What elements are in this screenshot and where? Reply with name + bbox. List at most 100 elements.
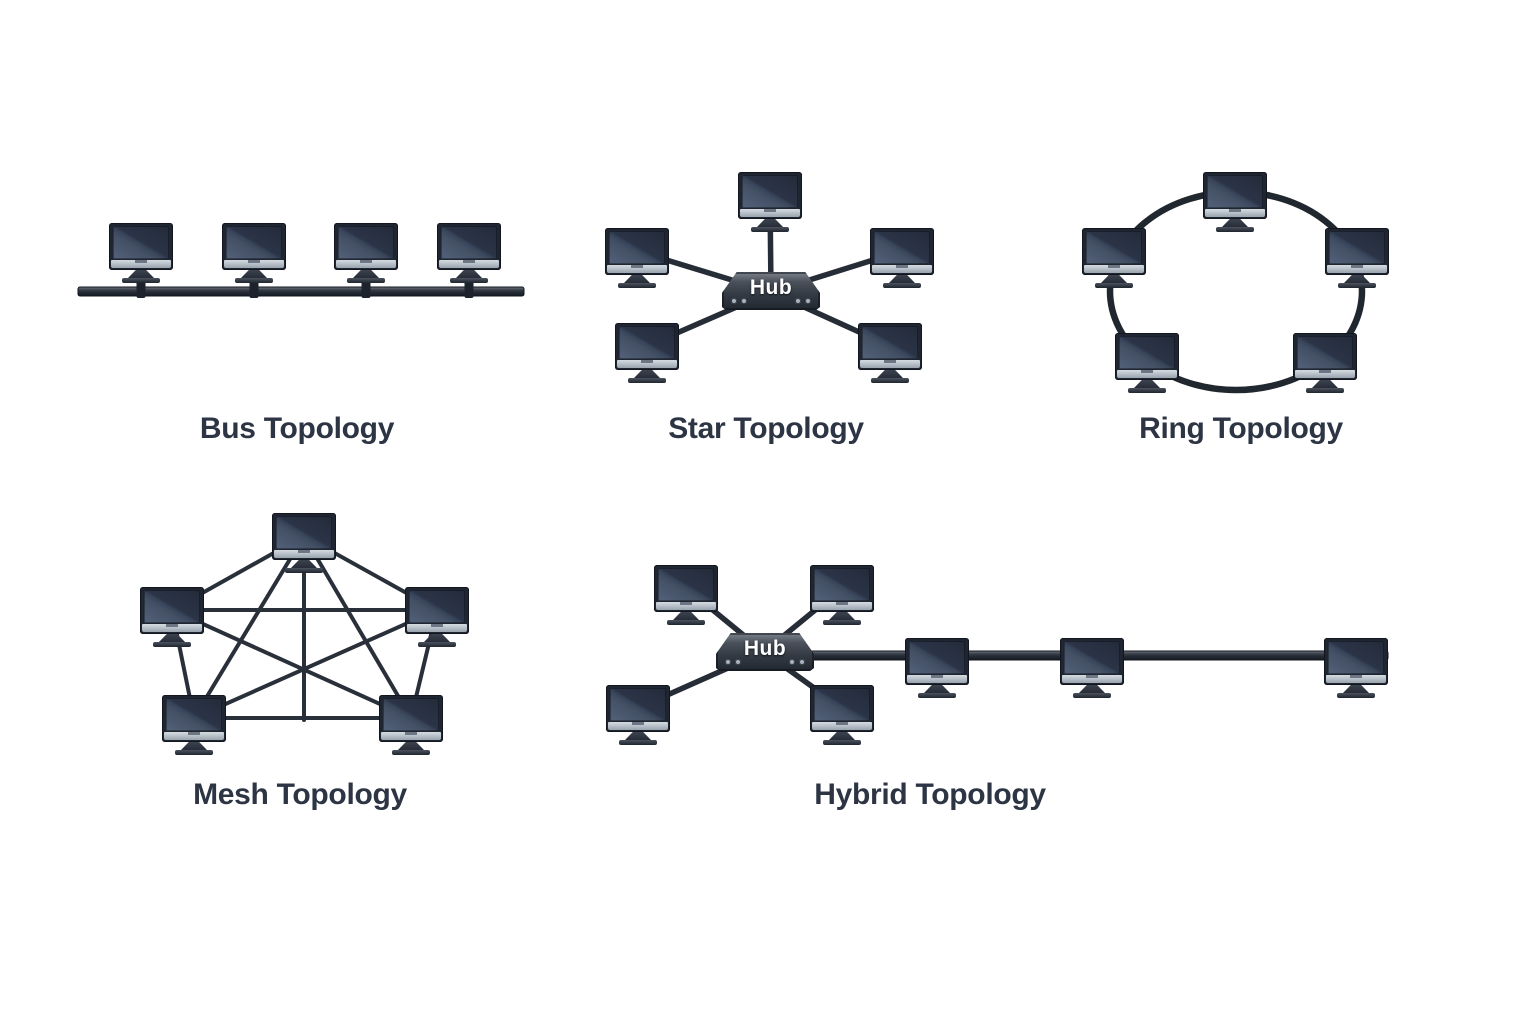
monitor-base xyxy=(1337,693,1375,698)
monitor-stand xyxy=(1343,685,1369,693)
monitor-base xyxy=(619,740,657,745)
computer-icon xyxy=(140,587,204,647)
monitor-screen xyxy=(1325,228,1389,275)
monitor-base xyxy=(871,378,909,383)
computer-icon xyxy=(606,685,670,745)
monitor-screen xyxy=(109,223,173,270)
monitor-stand xyxy=(625,732,651,740)
monitor-stand xyxy=(1079,685,1105,693)
monitor-base xyxy=(450,278,488,283)
monitor-screen xyxy=(272,513,336,560)
hub-led-icon xyxy=(731,298,737,304)
monitor-screen xyxy=(1082,228,1146,275)
monitor-screen xyxy=(379,695,443,742)
monitor-stand xyxy=(1134,380,1160,388)
monitor-screen xyxy=(222,223,286,270)
computer-icon xyxy=(109,223,173,283)
monitor-screen xyxy=(334,223,398,270)
monitor-base xyxy=(751,227,789,232)
diagram-label: Hybrid Topology xyxy=(814,778,1046,811)
monitor-base xyxy=(628,378,666,383)
monitor-base xyxy=(1073,693,1111,698)
monitor-screen xyxy=(1203,172,1267,219)
hub-led-icon xyxy=(805,298,811,304)
monitor-stand xyxy=(877,370,903,378)
monitor-base xyxy=(347,278,385,283)
hub-led-icon xyxy=(795,298,801,304)
monitor-stand xyxy=(889,275,915,283)
computer-icon xyxy=(1082,228,1146,288)
monitor-screen xyxy=(738,172,802,219)
monitor-base xyxy=(1128,388,1166,393)
monitor-stand xyxy=(181,742,207,750)
monitor-base xyxy=(285,568,323,573)
hub-led-icon xyxy=(799,659,805,665)
hub-label: Hub xyxy=(749,276,793,299)
diagram-label: Bus Topology xyxy=(199,412,395,445)
monitor-base xyxy=(1338,283,1376,288)
computer-icon xyxy=(810,685,874,745)
monitor-screen xyxy=(437,223,501,270)
computer-icon xyxy=(615,323,679,383)
monitor-stand xyxy=(634,370,660,378)
computer-icon xyxy=(379,695,443,755)
monitor-base xyxy=(618,283,656,288)
monitor-base xyxy=(823,620,861,625)
bus-cable xyxy=(77,281,525,298)
monitor-stand xyxy=(291,560,317,568)
monitor-base xyxy=(392,750,430,755)
hub-led-icon xyxy=(735,659,741,665)
computer-icon xyxy=(1324,638,1388,698)
computer-icon xyxy=(870,228,934,288)
monitor-stand xyxy=(398,742,424,750)
hub-led-icon xyxy=(741,298,747,304)
monitor-base xyxy=(823,740,861,745)
computer-icon xyxy=(738,172,802,232)
hub-icon: Hub xyxy=(716,633,814,671)
computer-icon xyxy=(1203,172,1267,232)
monitor-stand xyxy=(424,634,450,642)
computer-icon xyxy=(905,638,969,698)
monitor-screen xyxy=(870,228,934,275)
monitor-stand xyxy=(1344,275,1370,283)
monitor-screen xyxy=(858,323,922,370)
monitor-base xyxy=(667,620,705,625)
monitor-base xyxy=(918,693,956,698)
computer-icon xyxy=(222,223,286,283)
monitor-screen xyxy=(1293,333,1357,380)
computer-icon xyxy=(858,323,922,383)
monitor-screen xyxy=(654,565,718,612)
monitor-stand xyxy=(924,685,950,693)
monitor-screen xyxy=(405,587,469,634)
monitor-base xyxy=(1216,227,1254,232)
hub-label: Hub xyxy=(743,637,787,660)
monitor-stand xyxy=(829,732,855,740)
computer-icon xyxy=(437,223,501,283)
monitor-screen xyxy=(905,638,969,685)
monitor-screen xyxy=(162,695,226,742)
monitor-screen xyxy=(1115,333,1179,380)
monitor-stand xyxy=(128,270,154,278)
monitor-base xyxy=(418,642,456,647)
monitor-stand xyxy=(353,270,379,278)
monitor-base xyxy=(122,278,160,283)
hub-led-icon xyxy=(725,659,731,665)
hub-icon: Hub xyxy=(722,272,820,310)
monitor-stand xyxy=(1101,275,1127,283)
monitor-stand xyxy=(1222,219,1248,227)
computer-icon xyxy=(1060,638,1124,698)
monitor-base xyxy=(175,750,213,755)
monitor-stand xyxy=(1312,380,1338,388)
monitor-base xyxy=(1306,388,1344,393)
monitor-stand xyxy=(456,270,482,278)
monitor-stand xyxy=(159,634,185,642)
diagram-label: Star Topology xyxy=(668,412,864,445)
computer-icon xyxy=(1115,333,1179,393)
monitor-base xyxy=(1095,283,1133,288)
computer-icon xyxy=(405,587,469,647)
monitor-stand xyxy=(757,219,783,227)
monitor-screen xyxy=(606,685,670,732)
computer-icon xyxy=(334,223,398,283)
computer-icon xyxy=(605,228,669,288)
